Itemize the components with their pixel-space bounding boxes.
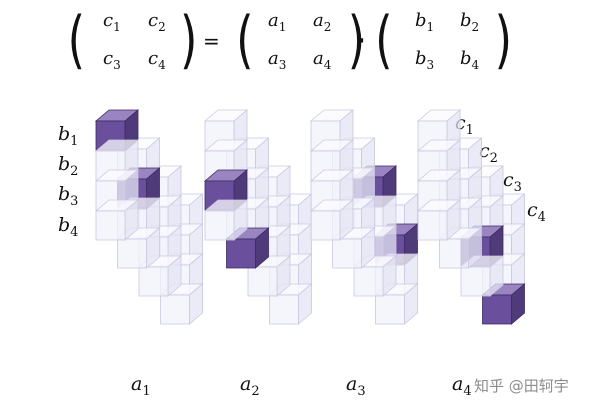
cube-front-face bbox=[310, 210, 341, 241]
cube-front-face bbox=[375, 294, 405, 325]
row-label: b4 bbox=[58, 214, 78, 240]
cube-front-face bbox=[482, 294, 512, 325]
cube-slice bbox=[203, 109, 313, 325]
matrix-c-entry: c4 bbox=[148, 48, 166, 72]
ghost-cube bbox=[416, 199, 462, 241]
equals-sign: = bbox=[203, 29, 220, 53]
matrix-b-left-paren: ( bbox=[375, 4, 392, 76]
matrix-b: ( b1 b2 b3 b4 ) bbox=[375, 4, 512, 76]
matrix-b-right-paren: ) bbox=[495, 4, 512, 76]
row-labels: b1 b2 b3 b4 bbox=[58, 123, 78, 240]
matrix-b-entry: b1 bbox=[415, 10, 434, 34]
cube-front-face bbox=[160, 294, 190, 325]
matrix-a-right-paren: ) bbox=[348, 4, 365, 76]
cube-front-face bbox=[247, 266, 278, 297]
cube-front-face bbox=[117, 238, 147, 269]
slice-label: a1 bbox=[131, 373, 151, 399]
depth-labels: c1 c2 c3 c4 bbox=[455, 112, 546, 225]
cube-slice bbox=[416, 109, 526, 325]
cube-front-face bbox=[138, 266, 169, 297]
cube-front-face bbox=[269, 294, 299, 325]
ghost-cube bbox=[137, 255, 183, 297]
slice-label: a3 bbox=[346, 373, 366, 399]
equation: ( c1 c2 c3 c4 ) = ( a1 a2 a3 a4 ) · ( b1… bbox=[68, 4, 512, 76]
ghost-cube bbox=[309, 199, 355, 241]
cube-slice bbox=[94, 109, 204, 325]
depth-label: c2 bbox=[479, 140, 498, 166]
ghost-cube bbox=[374, 283, 419, 325]
matrix-b-entry: b4 bbox=[460, 48, 480, 72]
cube-front-face bbox=[95, 210, 126, 241]
matrix-b-entry: b3 bbox=[415, 48, 434, 72]
matrix-a-entry: a1 bbox=[268, 10, 286, 34]
cube-slices bbox=[94, 109, 526, 325]
matrix-a-entry: a2 bbox=[313, 10, 331, 34]
matrix-a-entry: a4 bbox=[313, 48, 332, 72]
cube-front-face bbox=[226, 238, 256, 269]
dot-operator: · bbox=[357, 29, 365, 54]
ghost-cube bbox=[94, 199, 140, 241]
row-label: b1 bbox=[58, 123, 78, 149]
matrix-c-left-paren: ( bbox=[68, 4, 85, 76]
slice-label: a4 bbox=[452, 373, 472, 399]
depth-label: c1 bbox=[455, 112, 474, 138]
matrix-c-entry: c1 bbox=[103, 10, 121, 34]
matrix-c-entry: c3 bbox=[103, 48, 121, 72]
ghost-cube bbox=[309, 169, 355, 211]
matrix-a-entry: a3 bbox=[268, 48, 286, 72]
ghost-cube bbox=[438, 227, 483, 269]
matrix-a-left-paren: ( bbox=[236, 4, 253, 76]
cube-front-face bbox=[332, 238, 362, 269]
ghost-cube bbox=[309, 139, 355, 181]
matrix-a: ( a1 a2 a3 a4 ) bbox=[236, 4, 365, 76]
matrix-c-right-paren: ) bbox=[180, 4, 197, 76]
slice-labels: a1 a2 a3 a4 bbox=[131, 373, 472, 399]
matrix-c: ( c1 c2 c3 c4 ) bbox=[68, 4, 198, 76]
cube-front-face bbox=[460, 266, 491, 297]
row-label: b2 bbox=[58, 153, 78, 179]
ghost-cube bbox=[203, 199, 249, 241]
matrix-c-entry: c2 bbox=[148, 10, 166, 34]
cube-front-face bbox=[353, 266, 384, 297]
depth-label: c4 bbox=[527, 199, 546, 225]
cube-slice bbox=[309, 109, 419, 325]
watermark-text: 知乎 @田轲宇 bbox=[474, 377, 569, 395]
cube-front-face bbox=[204, 210, 235, 241]
cube-front-face bbox=[439, 238, 469, 269]
depth-label: c3 bbox=[503, 169, 522, 195]
cube-front-face bbox=[417, 210, 448, 241]
row-label: b3 bbox=[58, 183, 78, 209]
slice-label: a2 bbox=[240, 373, 260, 399]
matrix-b-entry: b2 bbox=[460, 10, 479, 34]
